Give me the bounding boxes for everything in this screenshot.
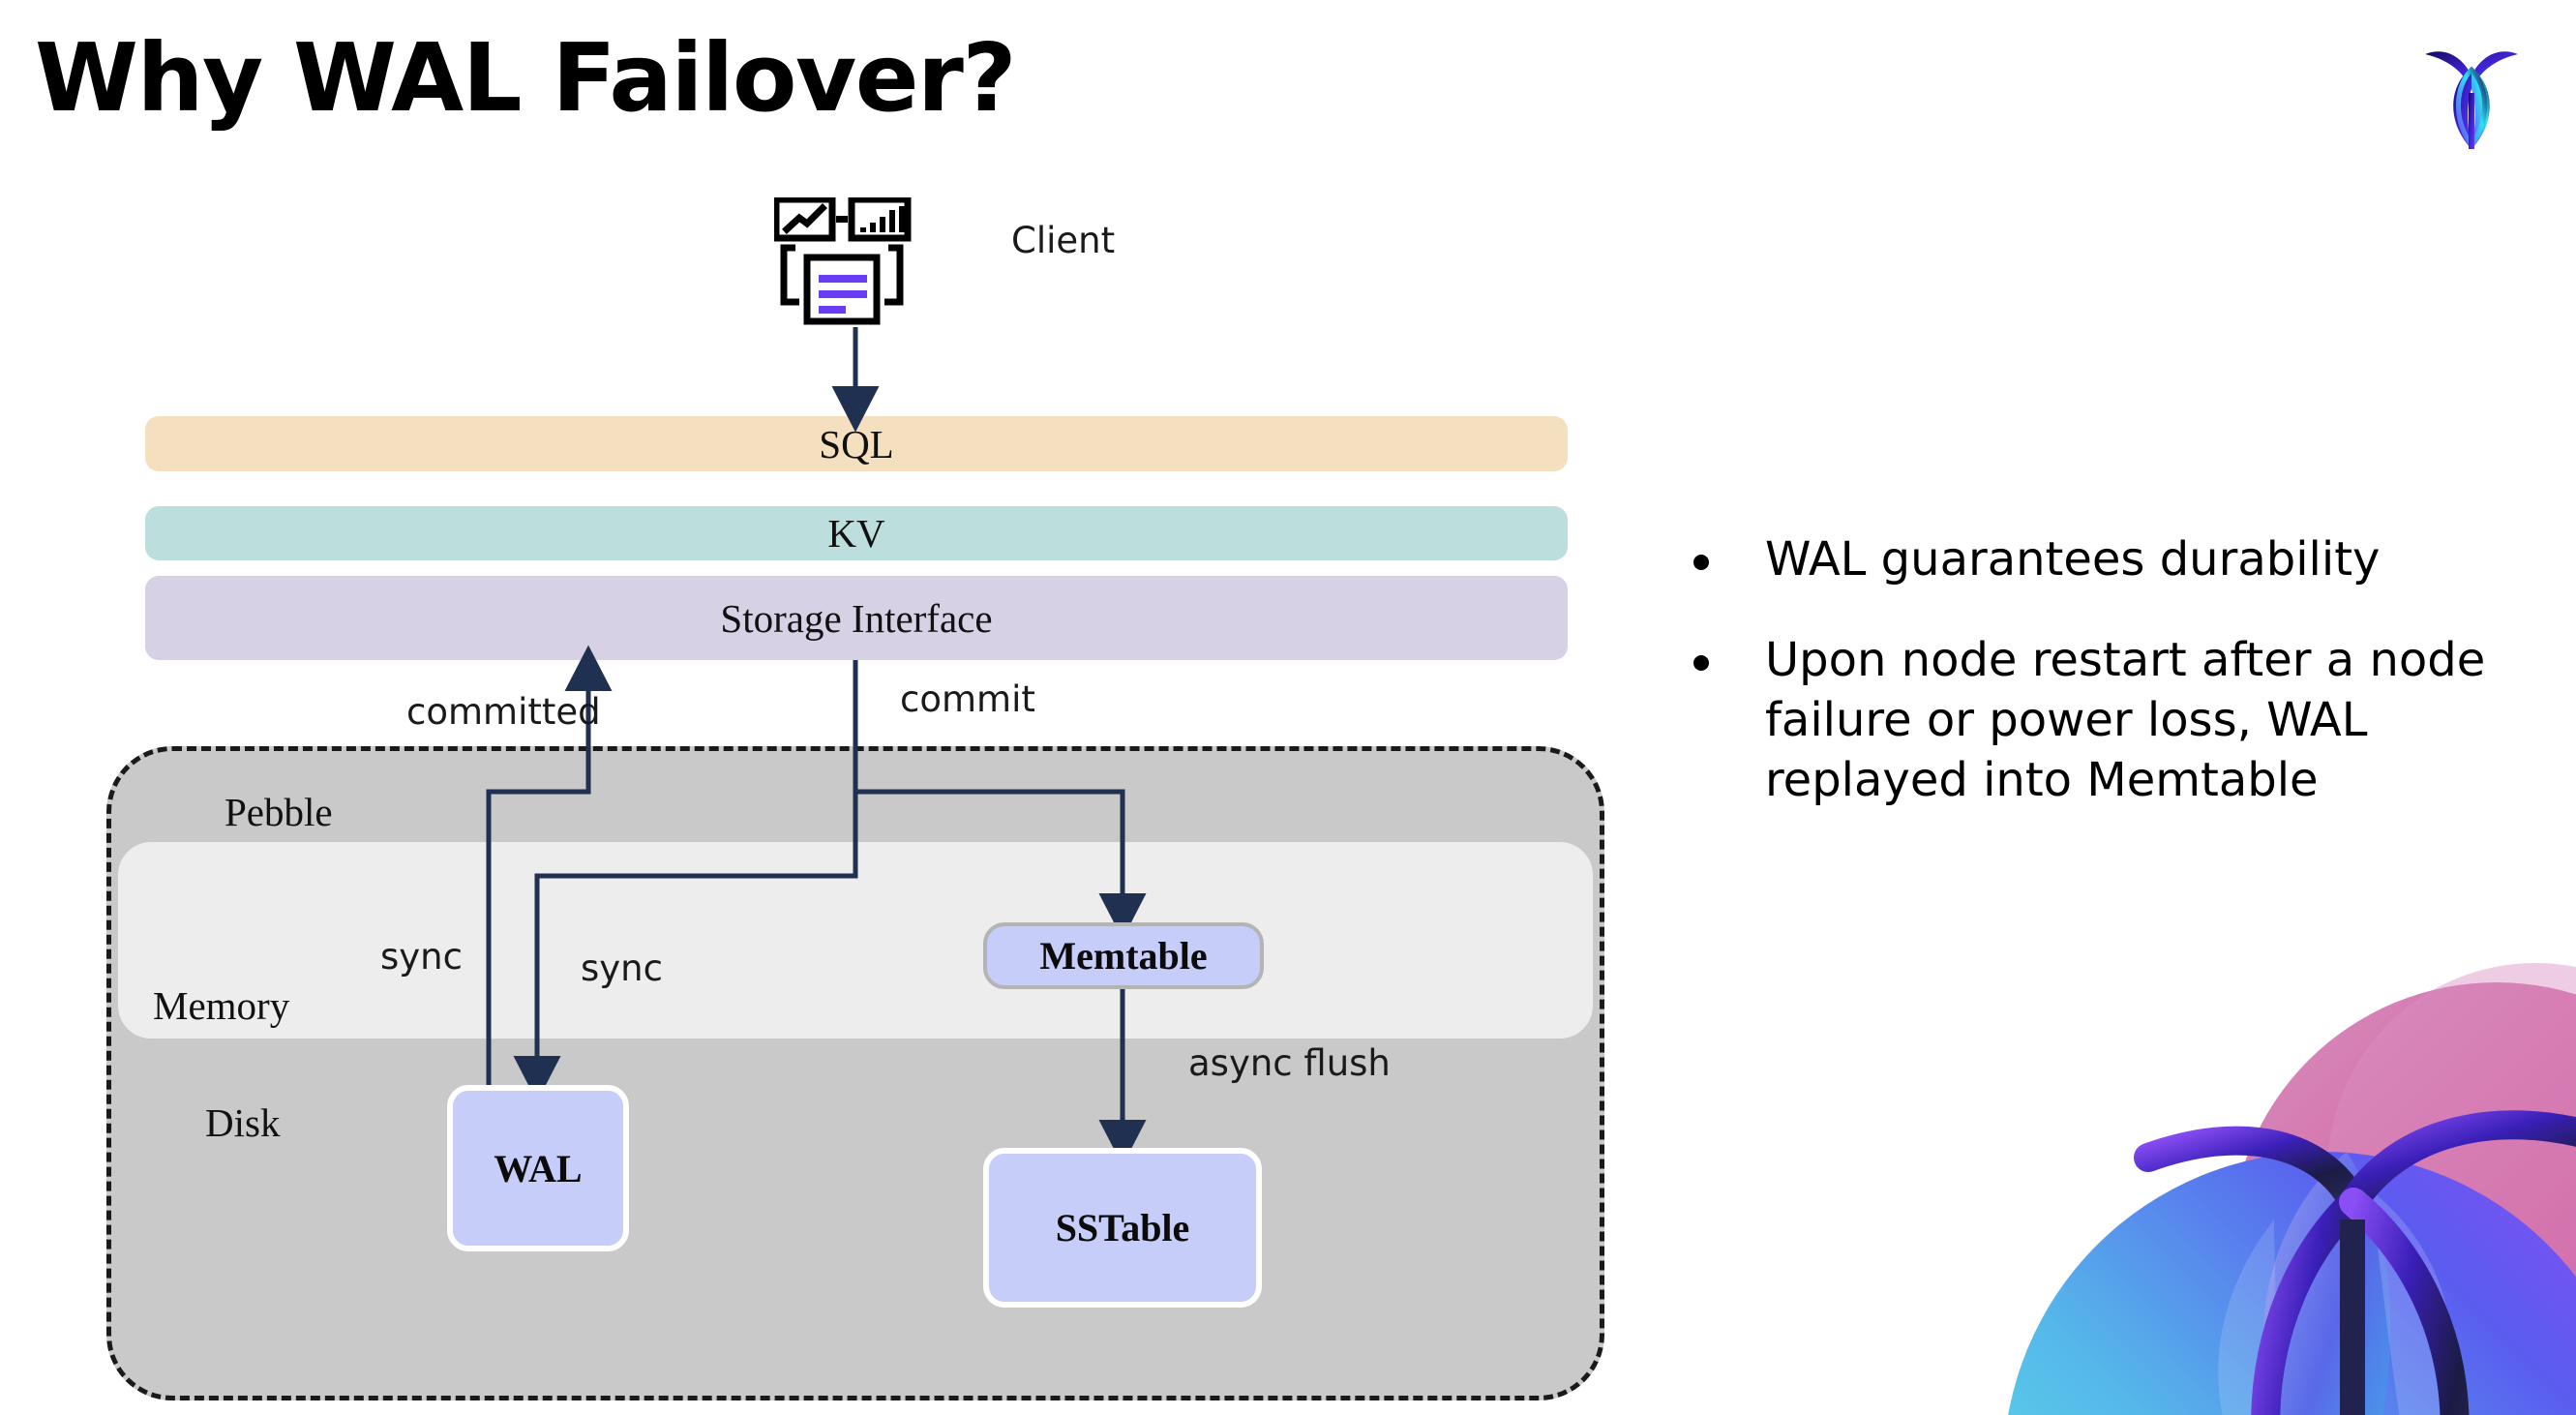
page-title: Why WAL Failover? xyxy=(35,23,1017,133)
edge-label-committed: committed xyxy=(406,691,601,733)
brand-decoration-graphic xyxy=(1955,929,2576,1415)
list-item: Upon node restart after a node failure o… xyxy=(1693,631,2545,811)
node-sstable: SSTable xyxy=(983,1148,1262,1308)
memory-label: Memory xyxy=(153,983,290,1028)
layer-bar-storage-interface: Storage Interface xyxy=(145,576,1568,660)
edge-label-commit: commit xyxy=(900,678,1035,720)
layer-bar-kv: KV xyxy=(145,506,1568,560)
pebble-label: Pebble xyxy=(225,790,333,834)
layer-label-sql: SQL xyxy=(819,421,894,467)
edge-label-async-flush: async flush xyxy=(1188,1042,1391,1084)
architecture-diagram: Client SQL KV Storage Interface Pebble M… xyxy=(106,196,1604,1400)
cockroachdb-logo xyxy=(2417,37,2526,153)
node-label-wal: WAL xyxy=(494,1146,583,1190)
memory-region xyxy=(118,842,1593,1039)
layer-label-kv: KV xyxy=(827,511,885,556)
node-label-sstable: SSTable xyxy=(1055,1206,1190,1249)
list-item: WAL guarantees durability xyxy=(1693,530,2545,590)
bullet-dot-icon xyxy=(1693,555,1709,570)
layer-bar-sql: SQL xyxy=(145,416,1568,471)
bullet-dot-icon xyxy=(1693,654,1709,671)
client-dashboard-icon xyxy=(772,196,927,327)
client-label: Client xyxy=(1011,220,1116,261)
bullet-text: WAL guarantees durability xyxy=(1765,532,2381,587)
disk-label: Disk xyxy=(205,1100,281,1145)
edge-label-sync-1: sync xyxy=(380,936,463,978)
node-wal: WAL xyxy=(447,1085,629,1251)
edge-label-sync-2: sync xyxy=(581,948,663,989)
node-label-memtable: Memtable xyxy=(1039,934,1208,978)
node-memtable: Memtable xyxy=(983,922,1264,989)
bullet-list: WAL guarantees durability Upon node rest… xyxy=(1693,530,2545,852)
layer-label-storage-interface: Storage Interface xyxy=(720,595,993,641)
bullet-text: Upon node restart after a node failure o… xyxy=(1765,632,2486,807)
